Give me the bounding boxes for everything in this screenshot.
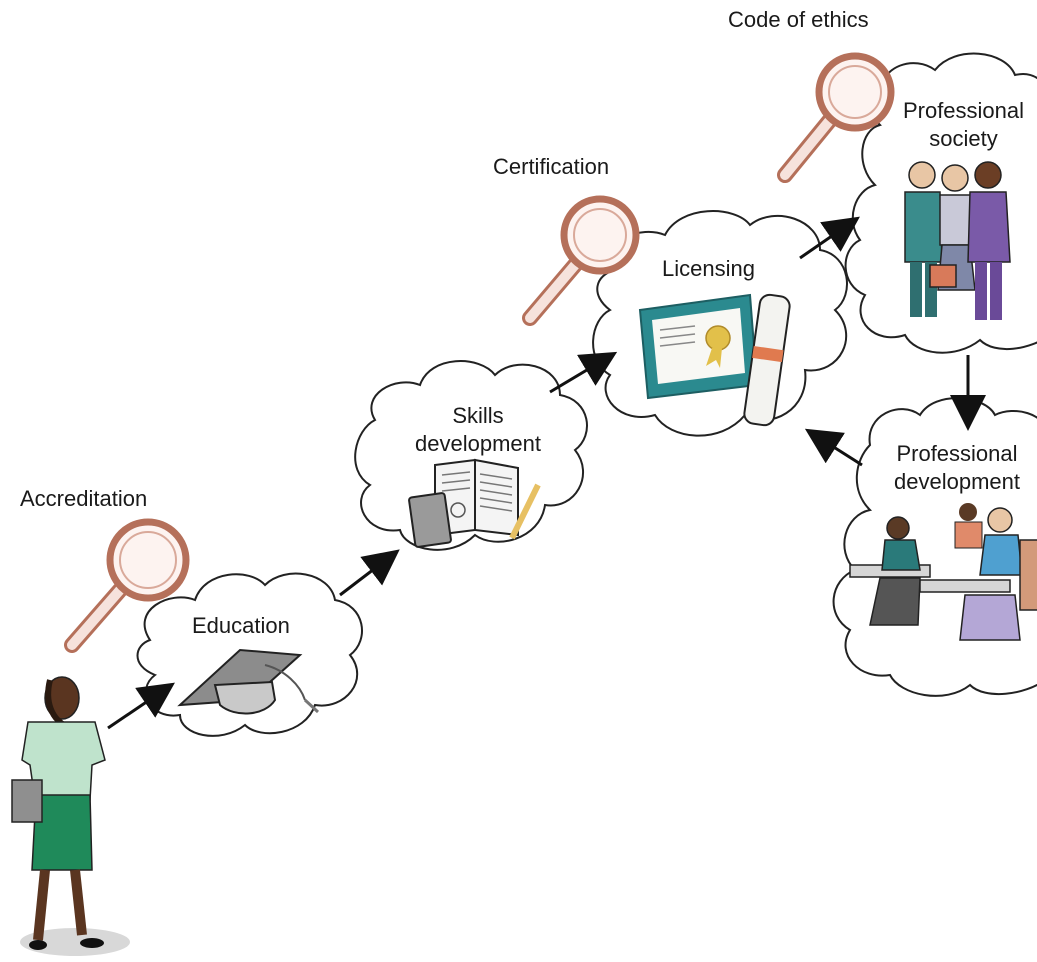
certificate-icon [638, 293, 791, 427]
professionals-group-icon [904, 161, 1011, 320]
arrow-back-to-licensing [804, 428, 863, 467]
graduation-cap-icon [177, 648, 320, 715]
professional-society-label: Professional society [890, 97, 1037, 153]
licensing-label: Licensing [662, 256, 755, 281]
skills-line-1: Skills [452, 403, 504, 428]
arrow-to-licensing [549, 351, 618, 394]
professional-development-label: Professional development [884, 440, 1030, 496]
arrows [107, 216, 986, 730]
profdev-line-1: Professional [896, 441, 1018, 466]
society-line-2: society [929, 126, 998, 151]
society-line-1: Professional [902, 98, 1025, 123]
magnifier-icon [777, 52, 895, 183]
education-label: Education [192, 613, 290, 638]
magnifier-icon [64, 518, 190, 653]
student-figure-icon [11, 676, 130, 956]
arrow-to-society [799, 216, 860, 260]
arrow-to-education [107, 682, 175, 730]
accreditation-label: Accreditation [20, 486, 148, 511]
classroom-icon [849, 503, 1037, 641]
magnifier-icon [522, 195, 640, 326]
skills-development-label: Skills development [408, 402, 548, 458]
skills-line-2: development [415, 431, 541, 456]
certification-label: Certification [493, 154, 610, 179]
book-calculator-icon [408, 458, 541, 548]
profdev-line-2: development [894, 469, 1020, 494]
code-of-ethics-label: Code of ethics [728, 7, 869, 32]
arrow-to-skills [339, 549, 400, 597]
